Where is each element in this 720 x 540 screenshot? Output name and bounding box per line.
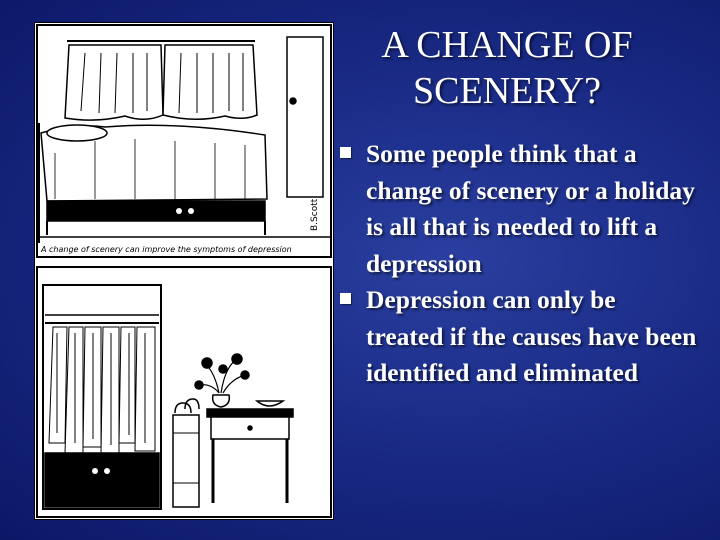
- title-line-1: A CHANGE OF: [381, 24, 633, 66]
- bullet-item: Some people think that a change of scene…: [338, 136, 698, 282]
- title-line-2: SCENERY?: [413, 70, 601, 112]
- bowl: [254, 400, 286, 407]
- bullet-text: Some people think that a change of scene…: [366, 139, 695, 278]
- bedroom-panel: [36, 24, 332, 258]
- bullet-list: Some people think that a change of scene…: [338, 136, 698, 392]
- square-bullet-icon: [340, 293, 351, 304]
- bullet-text: Depression can only be treated if the ca…: [366, 285, 697, 387]
- bed: [38, 123, 268, 243]
- closet-panel: [36, 266, 332, 518]
- bullet-item: Depression can only be treated if the ca…: [338, 282, 698, 392]
- cartoon-illustration: B.Scott A change of scenery can improve …: [34, 22, 334, 520]
- window-curtains: [64, 40, 258, 121]
- door: [286, 36, 324, 198]
- cartoon-signature: B.Scott: [310, 198, 320, 231]
- side-table: [206, 408, 294, 503]
- cartoon-caption: A change of scenery can improve the symp…: [40, 245, 292, 254]
- flower-vase: [194, 353, 250, 408]
- slide-title: A CHANGE OF SCENERY?: [332, 22, 682, 114]
- umbrella-stand: [172, 398, 200, 508]
- hanging-clothes: [48, 326, 156, 454]
- square-bullet-icon: [340, 147, 351, 158]
